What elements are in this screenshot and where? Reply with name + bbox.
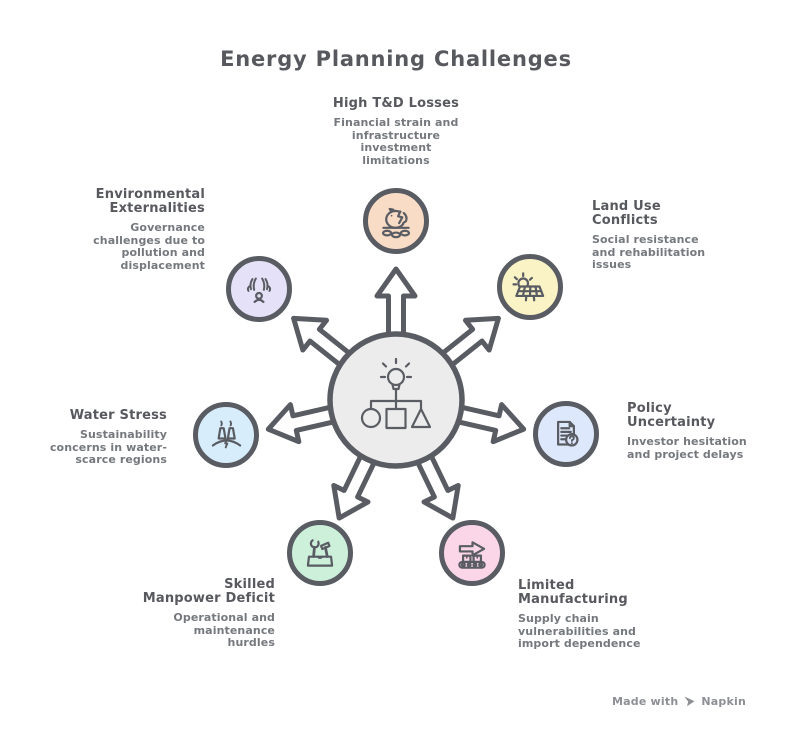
watermark-prefix: Made with [612,695,679,708]
node-circle-manpower [287,520,353,586]
toolbox-tools-icon [306,538,334,567]
node-description: Financial strain and infrastructure inve… [333,116,459,167]
node-circle-environmental [226,256,292,322]
node-circle-manufacturing [439,520,505,586]
node-circle-high-td-losses [363,188,429,254]
node-description: Social resistance and rehabilitation iss… [592,233,706,272]
node-label: Skilled Manpower Deficit [142,577,275,607]
node-water-stress: Water Stress Sustainability concerns in … [7,408,167,467]
idea-balance-icon [360,357,432,430]
pollution-smoke-icon [246,277,272,304]
node-description: Supply chain vulnerabilities and import … [518,612,641,651]
node-policy-uncertainty: Policy Uncertainty Investor hesitation a… [627,401,777,461]
napkin-logo-icon [684,696,695,707]
node-skilled-manpower-deficit: Skilled Manpower Deficit Operational and… [85,577,275,650]
node-label: Water Stress [69,408,167,423]
node-label: Limited Manufacturing [518,578,628,608]
node-description: Sustainability concerns in water- scarce… [49,428,167,467]
node-description: Investor hesitation and project delays [627,435,747,461]
page-title: Energy Planning Challenges [220,47,572,71]
power-plant-icon [211,420,242,449]
node-high-td-losses: High T&D Losses Financial strain and inf… [276,96,516,167]
node-environmental-externalities: Environmental Externalities Governance c… [30,187,205,272]
piggy-bank-broken-icon [381,207,411,239]
node-circle-land-use [497,254,563,320]
node-circle-policy [533,401,599,467]
node-label: Environmental Externalities [95,187,205,217]
solar-panel-sun-icon [512,272,545,302]
node-land-use-conflicts: Land Use Conflicts Social resistance and… [592,199,742,272]
document-question-icon [557,420,579,447]
node-label: High T&D Losses [332,96,460,111]
node-label: Land Use Conflicts [592,199,661,229]
node-circle-water-stress [193,402,259,468]
watermark: Made with Napkin [612,695,746,708]
node-label: Policy Uncertainty [627,401,716,431]
hub-and-arrows [265,266,527,521]
watermark-brand: Napkin [701,695,746,708]
node-limited-manufacturing: Limited Manufacturing Supply chain vulne… [518,578,688,651]
node-description: Operational and maintenance hurdles [173,611,275,650]
node-description: Governance challenges due to pollution a… [93,221,205,272]
conveyor-belt-arrow-icon [458,541,486,569]
